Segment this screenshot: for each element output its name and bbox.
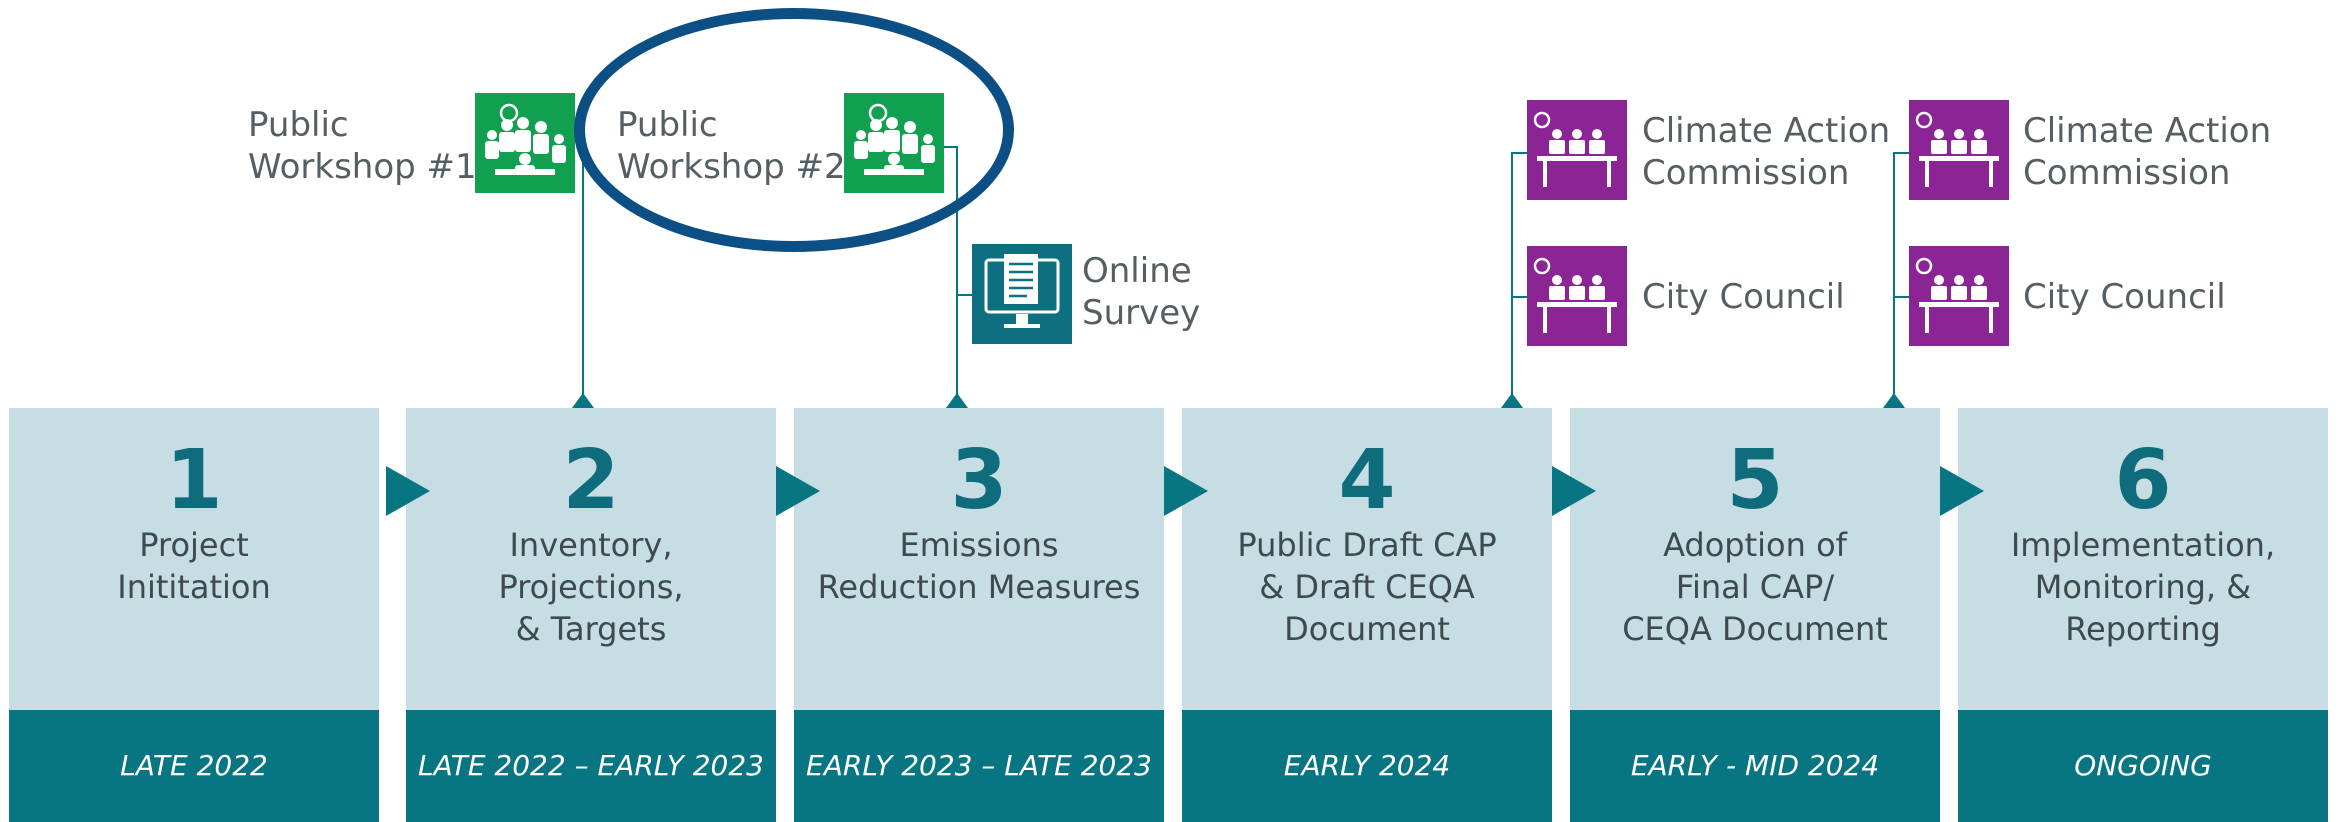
meeting-panel-icon [1527, 246, 1627, 346]
connector-line [582, 140, 584, 400]
connector-line [1511, 152, 1513, 400]
phase-panel [1182, 408, 1552, 710]
phase-panel [794, 408, 1164, 710]
phase-title: Project Inititation [117, 526, 271, 606]
phase-arrow-icon [1940, 466, 1984, 516]
computer-document-icon [972, 244, 1072, 344]
connector-line [1893, 296, 1909, 298]
phase-6: 6 Implementation, Monitoring, & Reportin… [1958, 408, 2328, 822]
phase-number: 4 [1338, 433, 1396, 528]
phase-number: 3 [950, 433, 1008, 528]
connector-line [1893, 152, 1895, 400]
phase-number: 6 [2114, 433, 2172, 528]
connector-line [1511, 296, 1527, 298]
meeting-panel-icon [1909, 246, 2009, 346]
phase-number: 2 [562, 433, 620, 528]
phase-3: 3 Emissions Reduction Measures EARLY 202… [794, 408, 1164, 822]
phase-arrow-icon [1164, 466, 1208, 516]
event-label-commission: Climate Action Commission [2023, 111, 2272, 193]
phase-5: 5 Adoption of Final CAP/ CEQA Document E… [1570, 408, 1940, 822]
highlight-ellipse [574, 8, 1014, 252]
phase-title: Inventory, Projections, & Targets [498, 526, 684, 648]
phase-number: 5 [1726, 433, 1784, 528]
phase-title: Adoption of Final CAP/ CEQA Document [1622, 526, 1888, 648]
phase-title: Implementation, Monitoring, & Reporting [2010, 526, 2276, 648]
meeting-panel-icon [1909, 100, 2009, 200]
event-label-commission: Climate Action Commission [1642, 111, 1891, 193]
phase-title: Emissions Reduction Measures [817, 526, 1141, 606]
phase-panel [1958, 408, 2328, 710]
phase-date: EARLY - MID 2024 [1570, 710, 1940, 822]
phase-date: ONGOING [1958, 710, 2328, 822]
phase-number: 1 [165, 433, 223, 528]
phase-arrow-icon [776, 466, 820, 516]
phase-1: 1 Project Inititation LATE 2022 [9, 408, 379, 822]
phase-panel [9, 408, 379, 710]
workshop-people-icon [475, 93, 575, 193]
connector-line [956, 146, 958, 400]
event-label-council: City Council [2023, 277, 2226, 317]
connector-marker [946, 393, 968, 408]
phase-arrow-icon [386, 466, 430, 516]
phase-panel [406, 408, 776, 710]
phase-date: LATE 2022 [9, 710, 379, 822]
event-label-council: City Council [1642, 277, 1845, 317]
phase-2: 2 Inventory, Projections, & Targets LATE… [406, 408, 776, 822]
connector-line [1893, 152, 1909, 154]
connector-marker [1883, 393, 1905, 408]
phase-date: EARLY 2024 [1182, 710, 1552, 822]
connector-marker [1501, 393, 1523, 408]
meeting-panel-icon [1527, 100, 1627, 200]
connector-line [956, 294, 974, 296]
event-label-online-survey: Online Survey [1082, 251, 1201, 333]
phase-4: 4 Public Draft CAP & Draft CEQA Document… [1182, 408, 1552, 822]
event-label-workshop-1: Public Workshop #1 [248, 105, 477, 187]
phase-title: Public Draft CAP & Draft CEQA Document [1237, 526, 1497, 648]
phase-arrow-icon [1552, 466, 1596, 516]
connector-marker [572, 393, 594, 408]
phase-panel [1570, 408, 1940, 710]
phase-date: LATE 2022 – EARLY 2023 [406, 710, 776, 822]
connector-line [1511, 152, 1527, 154]
phase-date: EARLY 2023 – LATE 2023 [794, 710, 1164, 822]
